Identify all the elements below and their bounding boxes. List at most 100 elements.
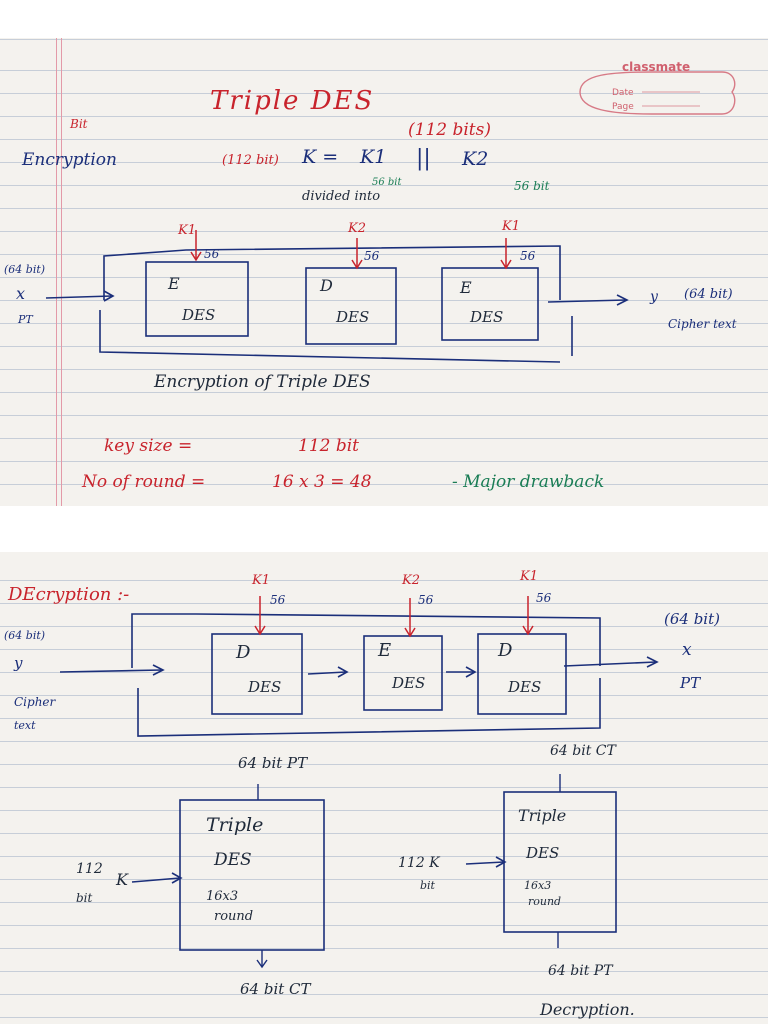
key-label-2: K2 xyxy=(348,221,366,236)
page-title: Triple DES xyxy=(210,86,375,116)
output-bits: (64 bit) xyxy=(664,610,720,628)
notebook-page-encryption: classmate Date Page Bit Triple DES (112 … xyxy=(0,38,768,506)
rounds-expr: 16 x 3 = 48 xyxy=(272,472,372,492)
block-3-op: E xyxy=(460,278,472,297)
key-bits-1: 56 xyxy=(270,593,286,607)
decryption-label: DEcryption :- xyxy=(8,584,130,605)
key-label-1: K1 xyxy=(178,223,196,238)
enc-key-arrow xyxy=(131,877,181,883)
dec-box-round-word: round xyxy=(528,895,562,908)
drawback-note: - Major drawback xyxy=(452,472,605,492)
enc-box-title: Triple xyxy=(206,814,264,836)
dec-top-label: 64 bit CT xyxy=(550,743,616,759)
key-k2: K2 xyxy=(462,148,489,170)
dec-key-bits: bit xyxy=(420,879,435,892)
enc-summary-box xyxy=(179,799,325,951)
input-label-1: Cipher xyxy=(14,695,56,709)
key-bits-2: 56 xyxy=(418,593,434,607)
key-label-1: K1 xyxy=(252,573,270,588)
input-pt: PT xyxy=(18,313,33,326)
dec-box-title: Triple xyxy=(518,806,567,825)
block-1-op: D xyxy=(236,642,251,663)
enc-key-k: K xyxy=(116,870,128,889)
encryption-label: Encryption xyxy=(22,150,117,170)
output-y: y xyxy=(650,289,658,305)
return-line xyxy=(137,678,601,737)
logo-date-label: Date xyxy=(612,88,634,98)
output-label: Cipher text xyxy=(668,317,737,331)
block-3-op: D xyxy=(498,640,513,661)
dec-caption: Decryption. xyxy=(540,1000,635,1019)
enc-box-name: DES xyxy=(214,850,252,870)
return-line xyxy=(99,310,561,363)
block-2-name: DES xyxy=(392,674,426,692)
key-prefix: (112 bit) xyxy=(222,153,279,168)
dec-key-label: 112 K xyxy=(398,855,440,871)
input-bits: (64 bit) xyxy=(4,629,46,642)
input-x: x xyxy=(16,284,26,303)
input-label-2: text xyxy=(14,719,36,732)
key-lhs: K = xyxy=(302,146,339,168)
block-2-name: DES xyxy=(336,308,370,326)
dec-block-1-frame xyxy=(211,633,303,715)
enc-block-3-frame xyxy=(441,267,539,341)
dec-box-rounds: 16x3 xyxy=(524,879,552,892)
output-pt: PT xyxy=(680,674,701,692)
decryption-diagram xyxy=(59,596,659,969)
dec-key-arrow xyxy=(465,861,505,865)
logo-page-label: Page xyxy=(612,102,634,112)
block-2-op: D xyxy=(320,276,333,295)
key-k1-bits: 56 bit xyxy=(372,177,402,188)
enc-block-1-frame xyxy=(145,261,249,337)
notebook-logo: classmate Date Page xyxy=(572,60,740,124)
key-concat: || xyxy=(416,146,431,171)
notebook-page-decryption: DEcryption :- xyxy=(0,552,768,1024)
enc-box-round-word: round xyxy=(214,909,254,924)
key-k1: K1 xyxy=(360,146,387,168)
divided-into-note: divided into xyxy=(302,189,381,204)
block-1-name: DES xyxy=(248,678,282,696)
key-feed-line xyxy=(131,613,601,668)
enc-box-rounds: 16x3 xyxy=(206,889,239,904)
input-bits: (64 bit) xyxy=(4,263,46,276)
output-arrow xyxy=(563,661,657,667)
output-bits: (64 bit) xyxy=(684,287,733,302)
margin-line xyxy=(56,38,57,506)
key-bits-3: 56 xyxy=(520,249,536,263)
block-3-name: DES xyxy=(508,678,542,696)
output-arrow xyxy=(547,299,627,303)
key-bits-3: 56 xyxy=(536,591,552,605)
key-size-value: 112 bit xyxy=(298,436,360,456)
key-k2-bits: 56 bit xyxy=(514,179,550,193)
input-arrow xyxy=(59,669,163,673)
margin-note: Bit xyxy=(70,117,88,131)
dec-block-2-frame xyxy=(363,635,443,711)
key-label-2: K2 xyxy=(402,573,420,588)
enc-block-2-frame xyxy=(305,267,397,345)
input-y: y xyxy=(14,654,23,672)
enc-key-bits-1: 112 xyxy=(76,861,103,877)
key-bits-2: 56 xyxy=(364,249,380,263)
input-arrow xyxy=(45,295,113,299)
dec-bottom-label: 64 bit PT xyxy=(548,963,613,979)
key-bits-note: (112 bits) xyxy=(408,120,491,140)
rounds-label: No of round = xyxy=(82,472,206,492)
dec-box-name: DES xyxy=(526,844,560,862)
block-1-name: DES xyxy=(182,306,216,324)
logo-brand: classmate xyxy=(622,60,691,74)
encryption-diagram xyxy=(45,230,629,363)
key-feed-line xyxy=(103,245,561,300)
key-bits-1: 56 xyxy=(204,247,220,261)
key-label-3: K1 xyxy=(520,569,538,584)
enc-top-label: 64 bit PT xyxy=(238,754,308,772)
block-1-op: E xyxy=(168,274,180,293)
output-x: x xyxy=(682,640,692,660)
dec-block-3-frame xyxy=(477,633,567,715)
margin-line xyxy=(61,38,62,506)
chain-arrow-1 xyxy=(307,671,347,675)
key-label-3: K1 xyxy=(502,219,520,234)
diagram-caption: Encryption of Triple DES xyxy=(154,372,371,392)
block-2-op: E xyxy=(378,640,392,661)
key-size-label: key size = xyxy=(104,436,193,456)
enc-bottom-label: 64 bit CT xyxy=(240,980,311,998)
